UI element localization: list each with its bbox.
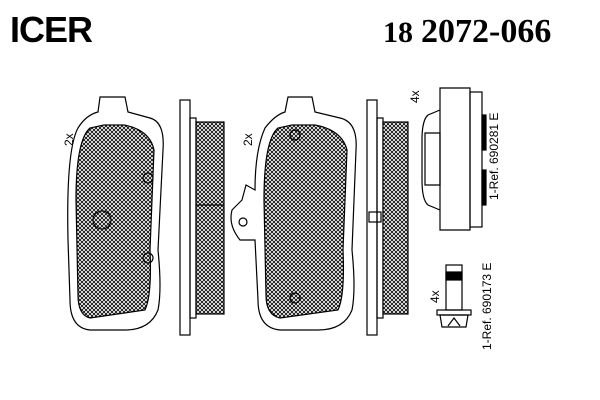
brake-pad-side-view-2 xyxy=(366,99,409,336)
part-number-value: 2072-066 xyxy=(421,13,552,50)
part-number-prefix: 18 xyxy=(383,16,413,49)
pad-2-quantity: 2x xyxy=(241,133,255,146)
bolt-reference: 1-Ref. 690173 E xyxy=(480,262,494,350)
guide-bolt xyxy=(436,264,472,328)
brake-pad-front-view-2 xyxy=(230,96,357,331)
brand-logo: ICER xyxy=(10,9,93,50)
clip-quantity: 4x xyxy=(408,90,422,103)
pad-hole xyxy=(92,210,112,230)
brake-pad-side-view-1 xyxy=(179,99,225,336)
retaining-clip xyxy=(421,87,487,231)
bolt-quantity: 4x xyxy=(428,290,442,303)
brake-pad-front-view-1 xyxy=(67,96,164,331)
pad-1-quantity: 2x xyxy=(62,133,76,146)
clip-reference: 1-Ref. 690281 E xyxy=(487,112,501,200)
